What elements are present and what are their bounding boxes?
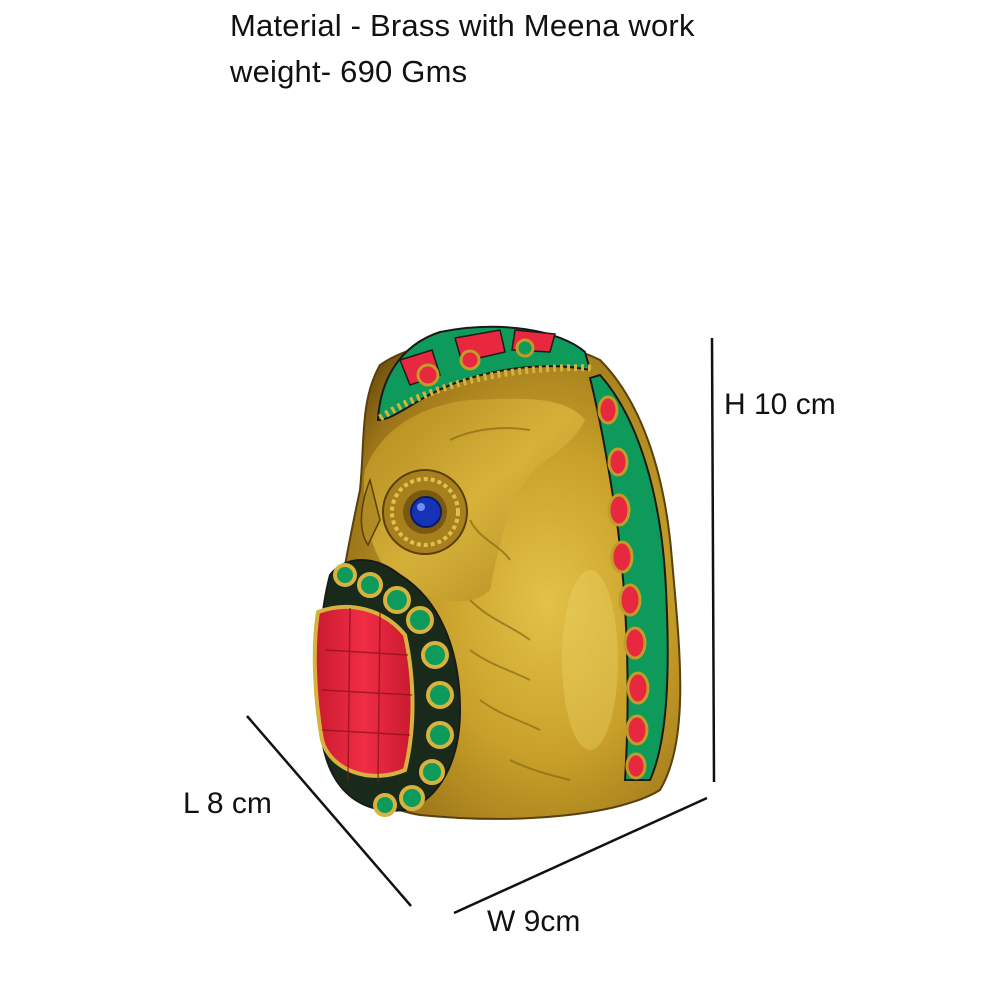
head-inlay-red xyxy=(399,329,556,387)
owl-eye xyxy=(382,469,468,555)
owl-body xyxy=(312,325,682,820)
weight-label: weight- 690 Gms xyxy=(230,54,468,89)
length-dimension-label: L 8 cm xyxy=(183,787,272,820)
wing-bead-border xyxy=(333,563,454,817)
length-dimension-line xyxy=(246,715,412,907)
width-dimension-label: W 9cm xyxy=(487,905,581,938)
dimension-lines xyxy=(246,337,716,915)
back-bead-column xyxy=(597,395,650,780)
height-dimension-label: H 10 cm xyxy=(724,388,836,421)
width-dimension-line xyxy=(453,796,708,915)
engraved-feathers xyxy=(449,427,571,781)
height-dimension-line xyxy=(710,337,716,783)
owl-wing xyxy=(312,559,462,817)
material-label: Material - Brass with Meena work xyxy=(230,8,695,43)
